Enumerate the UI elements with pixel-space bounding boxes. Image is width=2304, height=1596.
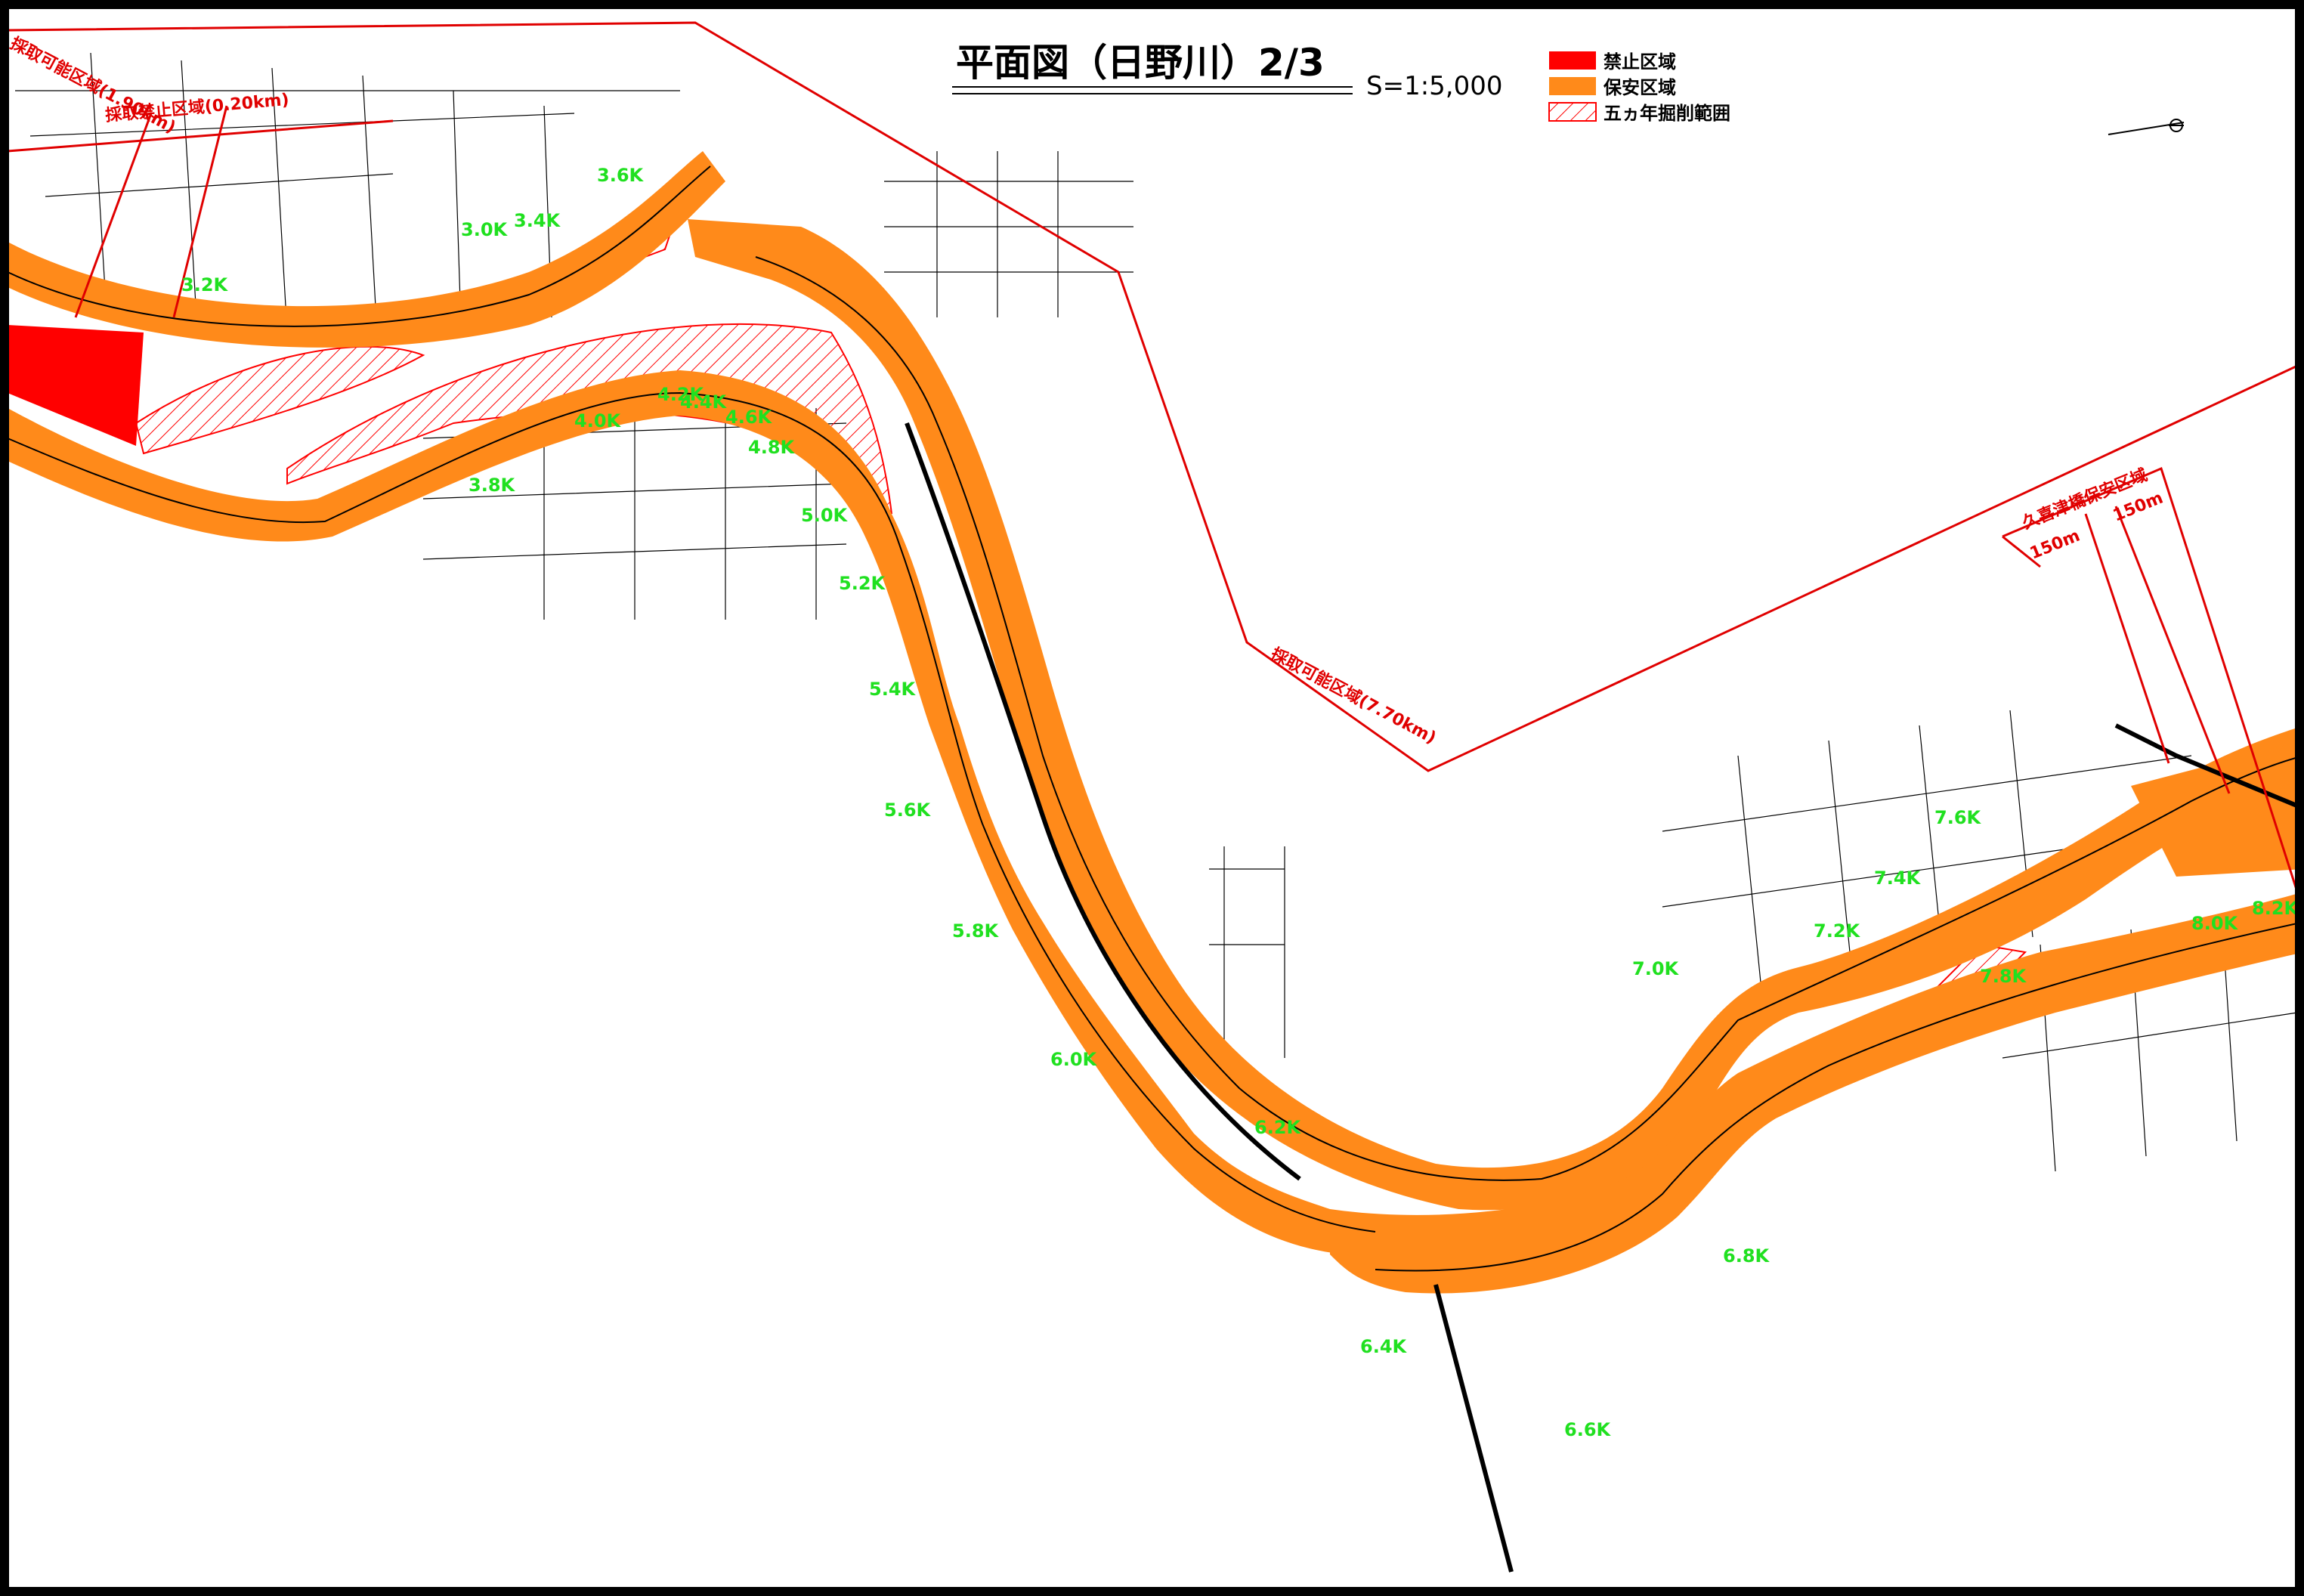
legend-label-security: 保安区域 xyxy=(1603,77,1676,98)
km-marker: 6.8K xyxy=(1723,1245,1771,1267)
km-marker: 3.8K xyxy=(469,475,516,496)
legend-swatch-excavation xyxy=(1548,102,1597,122)
km-markers: 3.0K 3.2K 3.4K 3.6K 3.8K 4.0K 4.2K 4.4K … xyxy=(181,165,2299,1440)
zone-label-possible-right: 採取可能区域(7.70km) xyxy=(1267,644,1440,747)
km-marker: 4.6K xyxy=(725,407,773,428)
zone-label-bridge: 久喜津橋保安区域 xyxy=(2020,466,2151,534)
km-marker: 4.4K xyxy=(680,391,728,413)
legend-label-excavation: 五ヵ年掘削範囲 xyxy=(1604,103,1730,124)
map-scale: S=1:5,000 xyxy=(1366,71,1503,101)
page-title: 平面図（日野川）2/3 xyxy=(956,41,1325,85)
km-marker: 4.8K xyxy=(748,437,796,458)
km-marker: 5.4K xyxy=(869,679,917,700)
zone-label-prohibited: 採取禁止区域(0.20km) xyxy=(104,90,289,125)
km-marker: 5.2K xyxy=(839,573,886,594)
km-marker: 3.0K xyxy=(461,219,509,240)
legend: 禁止区域 保安区域 五ヵ年掘削範囲 xyxy=(1548,51,1730,124)
legend-swatch-prohibited xyxy=(1549,51,1596,70)
km-marker: 6.0K xyxy=(1050,1049,1098,1070)
km-marker: 7.4K xyxy=(1874,868,1922,889)
km-marker: 7.0K xyxy=(1632,958,1680,979)
km-marker: 6.2K xyxy=(1254,1117,1302,1138)
km-marker: 8.0K xyxy=(2191,913,2239,934)
km-marker: 6.6K xyxy=(1564,1419,1612,1440)
km-marker: 3.2K xyxy=(181,274,229,295)
km-marker: 4.0K xyxy=(574,410,622,431)
title-block: 平面図（日野川）2/3 S=1:5,000 xyxy=(952,41,1503,101)
km-marker: 7.6K xyxy=(1934,807,1982,828)
km-marker: 5.6K xyxy=(884,800,932,821)
km-marker: 7.8K xyxy=(1980,966,2027,987)
legend-label-prohibited: 禁止区域 xyxy=(1604,51,1676,73)
km-marker: 5.0K xyxy=(801,505,849,526)
legend-swatch-security xyxy=(1549,77,1596,95)
km-marker: 3.4K xyxy=(514,210,561,231)
zone-label-dist-a: 150m xyxy=(2027,527,2083,564)
security-zone xyxy=(8,151,2304,1294)
river-banks xyxy=(7,165,2304,1573)
km-marker: 7.2K xyxy=(1814,920,1861,942)
km-marker: 4.2K xyxy=(657,384,705,405)
km-marker: 8.2K xyxy=(2252,898,2299,919)
km-marker: 6.4K xyxy=(1360,1336,1408,1357)
km-marker: 5.8K xyxy=(952,920,1000,942)
km-marker: 3.6K xyxy=(597,165,645,186)
zone-boundaries xyxy=(7,21,2304,892)
zone-label-possible-left: 採取可能区域(1.90km) xyxy=(7,33,179,137)
north-arrow-icon xyxy=(2108,119,2185,135)
prohibited-zone xyxy=(8,325,144,446)
